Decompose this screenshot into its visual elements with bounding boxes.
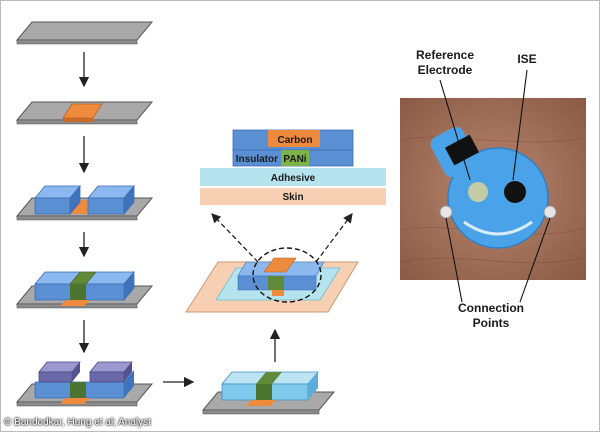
tattoo-smile <box>463 220 533 236</box>
step-5-top-layer <box>15 361 154 407</box>
reference-label-line1: Reference <box>416 48 474 62</box>
reference-electrode-dot <box>468 182 488 202</box>
adhesive-label: Adhesive <box>271 173 316 184</box>
step-7-on-skin <box>185 247 359 313</box>
connection-point-left <box>439 205 453 219</box>
reference-label-line2: Electrode <box>418 63 473 77</box>
carbon-layer <box>268 130 320 147</box>
sensor-photo <box>400 98 586 280</box>
connection-leader-left <box>445 217 463 303</box>
zoom-arrow-left <box>211 213 259 263</box>
adhesive-layer <box>200 168 386 186</box>
step-6-adhesive <box>201 371 336 415</box>
skin-layer <box>200 188 386 205</box>
ise-label: ISE <box>517 52 536 66</box>
reference-electrode-pad <box>444 134 480 166</box>
step-3-insulator <box>15 184 154 221</box>
reference-leader-line <box>439 79 471 181</box>
ise-leader-line <box>512 69 528 181</box>
connection-leader-right <box>519 217 551 303</box>
pani-label: PANi <box>283 154 306 165</box>
zoom-circle <box>252 247 322 303</box>
cross-section: Carbon Insulator PANi Adhesive Skin <box>200 129 386 205</box>
step-4-pani <box>15 270 154 309</box>
image-credit: © Bandodkar, Hung et al; Analyst <box>4 417 151 428</box>
step-1-substrate <box>15 21 154 45</box>
step-2-carbon <box>15 101 154 125</box>
ise-dot <box>504 181 526 203</box>
insulator-label: Insulator <box>236 154 278 165</box>
tattoo-body <box>447 147 549 249</box>
carbon-label: Carbon <box>278 135 313 146</box>
pani-layer <box>281 150 309 166</box>
connection-label-line1: Connection <box>458 301 524 315</box>
connection-label-line2: Points <box>473 316 510 330</box>
skin-label: Skin <box>282 192 303 203</box>
zoom-arrow-right <box>315 213 353 263</box>
connection-point-right <box>543 205 557 219</box>
